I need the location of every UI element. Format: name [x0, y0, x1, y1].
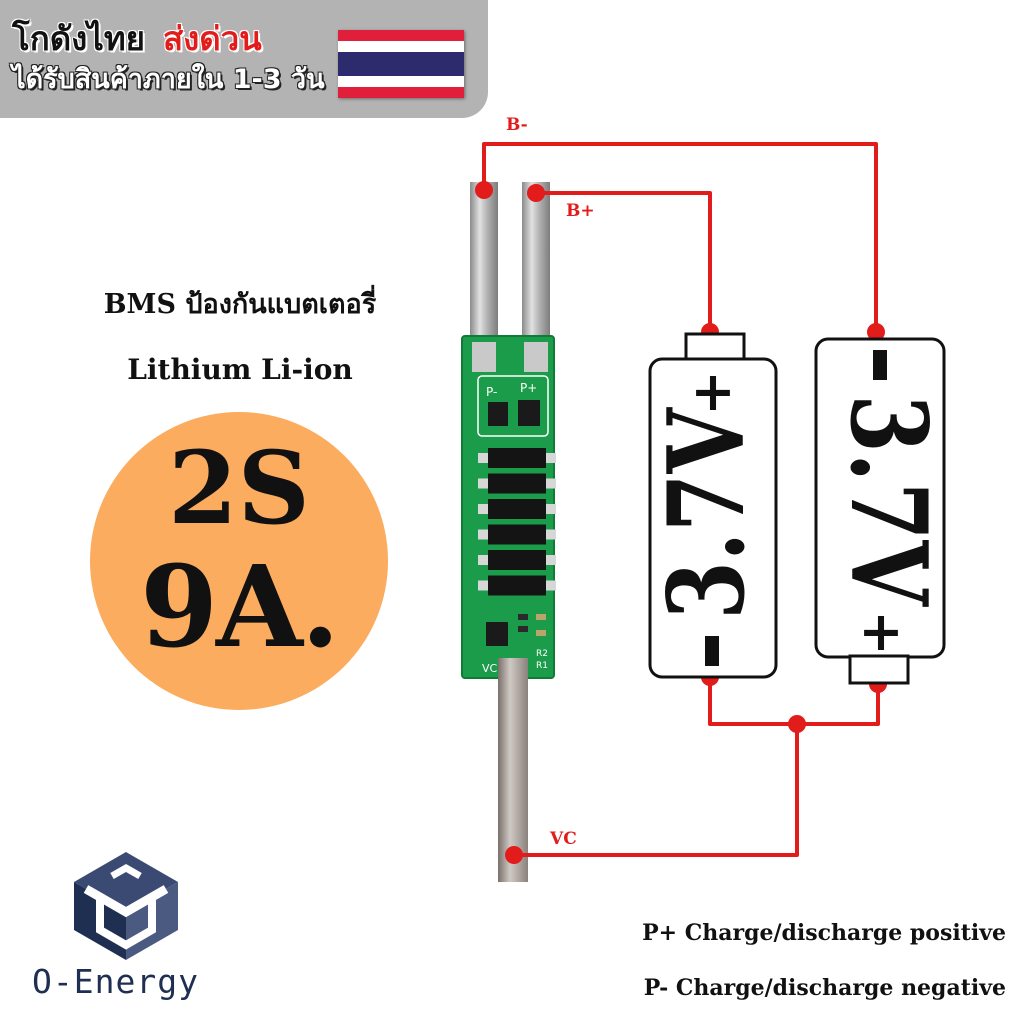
junction-dot — [475, 181, 493, 199]
chip-pin — [546, 529, 556, 540]
wire-bplus — [536, 191, 712, 332]
banner-warehouse-text: โกดังไทย — [12, 19, 145, 58]
pcb-label-p-plus: P+ — [520, 381, 537, 395]
brand-name: O-Energy — [32, 962, 199, 1001]
junction-dot — [505, 846, 523, 864]
banner-line-1: โกดังไทย ส่งด่วน — [12, 22, 262, 55]
chip-pin — [478, 529, 488, 540]
flag-stripe — [338, 41, 464, 52]
chip-pin — [478, 504, 488, 514]
product-subtitle: Lithium Li-ion — [127, 353, 353, 386]
label-bplus: B+ — [566, 201, 595, 221]
flag-stripe — [338, 52, 464, 76]
pcb-label-r2: R2 — [536, 649, 548, 659]
banner-express-text: ส่งด่วน — [162, 19, 262, 58]
product-title: BMS ป้องกันแบตเตอรี่ — [103, 289, 377, 320]
mosfet-chip — [488, 499, 546, 519]
battery-1-top-sign: + — [690, 359, 735, 423]
junction-dot — [867, 323, 885, 341]
pcb-capacitor — [536, 614, 546, 620]
battery-2: + 3.7V — [814, 337, 950, 685]
pcb-solder-pad — [472, 342, 496, 372]
logo-band — [110, 863, 142, 880]
wire-vc — [514, 724, 799, 857]
banner-delivery-text: ได้รับสินค้าภายใน 1-3 วัน — [12, 64, 325, 95]
pcb-pad-p-minus — [488, 402, 508, 426]
note-p-plus: P+ Charge/discharge positive — [642, 920, 1006, 946]
pcb-silkscreen-frame — [477, 375, 549, 437]
pcb-label-r1: R1 — [536, 661, 548, 671]
battery-1: + 3.7V — [646, 332, 778, 679]
pcb-pad-p-plus — [518, 400, 540, 426]
pcb-ic — [486, 622, 508, 646]
chip-pin — [546, 453, 556, 463]
label-vc: VC — [549, 829, 577, 849]
thai-flag-icon — [338, 30, 464, 98]
chip-pin — [478, 580, 488, 591]
mosfet-chips — [478, 448, 556, 596]
cube-logo-icon — [74, 852, 178, 960]
pcb-solder-pad — [524, 342, 548, 372]
pcb-resistor — [518, 626, 528, 632]
battery-1-body — [648, 357, 778, 679]
note-p-minus: P- Charge/discharge negative — [643, 975, 1006, 1001]
spec-cell-count: 2S — [168, 429, 310, 547]
pcb-label-vc: VC — [482, 662, 498, 675]
battery-2-voltage: 3.7V — [827, 394, 950, 607]
chip-pin — [546, 580, 556, 591]
junction-dot — [788, 715, 806, 733]
chip-pin — [546, 555, 556, 565]
battery-2-bottom-sign: + — [858, 599, 903, 663]
spec-circle: 2S 9A. — [90, 412, 388, 710]
battery-1-cap — [684, 332, 746, 362]
chip-pin — [478, 478, 488, 489]
label-bminus: B- — [506, 115, 528, 135]
battery-2-cap — [848, 654, 910, 685]
mosfet-chip — [488, 524, 546, 545]
spec-current: 9A. — [140, 542, 340, 673]
wire-bminus — [482, 142, 878, 332]
battery-2-top-sign — [873, 350, 887, 380]
mosfet-chip — [488, 575, 546, 596]
vc-nickel-strip — [498, 658, 528, 882]
mosfet-chip — [488, 550, 546, 570]
pcb-resistor — [518, 614, 528, 620]
chip-pin — [546, 478, 556, 489]
flag-stripe — [338, 30, 464, 41]
mosfet-chip — [488, 473, 546, 494]
flag-stripe — [338, 87, 464, 98]
chip-pin — [478, 453, 488, 463]
junction-dot — [527, 184, 545, 202]
chip-pin — [478, 555, 488, 565]
flag-stripe — [338, 76, 464, 87]
battery-1-voltage: 3.7V — [646, 406, 769, 619]
battery-1-bottom-sign — [705, 636, 719, 666]
logo-band — [96, 896, 156, 950]
mosfet-chip — [488, 448, 546, 468]
chip-pin — [546, 504, 556, 514]
pcb-label-p-minus: P- — [486, 385, 497, 399]
shipping-banner: โกดังไทย ส่งด่วน ได้รับสินค้าภายใน 1-3 วั… — [0, 0, 488, 118]
pcb-capacitor — [536, 630, 546, 636]
